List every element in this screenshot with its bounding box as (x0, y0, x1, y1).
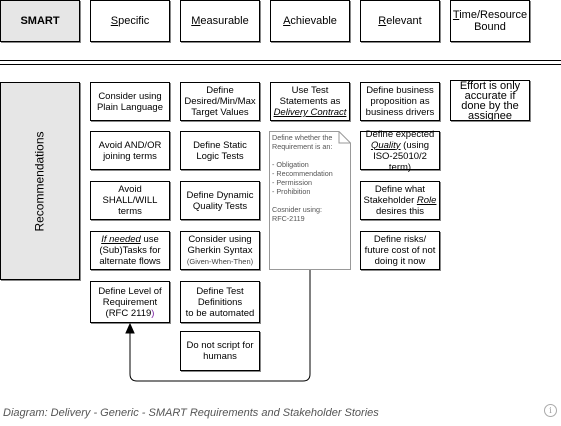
note-line: Requirement is an: (272, 142, 333, 151)
specific-subtasks-emphasis: If needed (101, 234, 141, 245)
recommendations-row-label: Recommendations (0, 82, 80, 280)
note-line: - Obligation (272, 160, 309, 169)
specific-avoid-shall-will: Avoid SHALL/WILL terms (90, 181, 170, 220)
header-time-label-line2: Bound (474, 21, 506, 33)
specific-plain-language-text: Consider using Plain Language (96, 90, 164, 113)
note-line: - Prohibition (272, 187, 311, 196)
specific-level-line2: (RFC 2119) (106, 308, 155, 319)
separator-line-bottom (0, 64, 561, 65)
header-specific: Specific (90, 0, 170, 42)
header-relevant-rest: elevant (386, 15, 422, 27)
specific-subtasks-rest: use (Sub)Tasks for alternate flows (99, 234, 161, 267)
measurable-no-scripts-for-humans: Do not script for humans (180, 331, 260, 371)
header-measurable-initial: M (191, 15, 201, 27)
measurable-test-definitions-line2: to be automated (185, 307, 255, 319)
relevant-business-proposition: Define business proposition as business … (360, 82, 440, 121)
measurable-gherkin-line2: (Given-When-Then) (186, 257, 254, 266)
header-relevant-initial: R (378, 15, 387, 27)
specific-level-paren: ) (151, 307, 155, 319)
header-smart-label: SMART (20, 15, 60, 27)
measurable-no-scripts-text: Do not script for humans (186, 340, 254, 362)
note-line: RFC-2119 (272, 214, 305, 223)
header-measurable-label: Measurable (191, 15, 249, 27)
note-shape (269, 131, 351, 270)
header-smart: SMART (0, 0, 80, 42)
relevant-stakeholder-role: Define what Stakeholder Role desires thi… (360, 181, 440, 220)
measurable-test-definitions: Define Test Definitions to be automated (180, 281, 260, 323)
note-line: - Recommendation (272, 169, 333, 178)
header-specific-rest: pecific (118, 15, 150, 27)
note-line: Cosnider using: (272, 205, 322, 214)
header-specific-initial: S (110, 15, 119, 27)
header-time-rest: ime/Resource (459, 9, 528, 21)
note-line: Define whether the (272, 133, 333, 142)
achievable-delivery-line1: Use Test Statements as (279, 85, 341, 107)
measurable-gherkin-syntax: Consider using Gherkin Syntax (Given-Whe… (180, 231, 260, 270)
specific-plain-language: Consider using Plain Language (90, 82, 170, 121)
relevant-role-part2: desires this (375, 206, 425, 217)
header-relevant-label: Relevant (378, 15, 421, 27)
specific-level-line1: Define Level of Requirement (98, 285, 162, 308)
relevant-quality-part2: (using ISO-25010/2 term) (373, 139, 430, 173)
header-achievable-initial: A (283, 15, 291, 27)
specific-level-of-requirement: Define Level of Requirement (RFC 2119) (90, 281, 170, 323)
relevant-business-proposition-text: Define business proposition as business … (365, 85, 435, 118)
note-to-level-connector (129, 270, 311, 382)
measurable-static-logic-tests-text: Define Static Logic Tests (193, 139, 247, 162)
note-line: - Permission (272, 178, 312, 187)
relevant-quality-part1: Define expected (365, 128, 435, 140)
specific-avoid-shall-will-text: Avoid SHALL/WILL terms (102, 184, 158, 217)
measurable-gherkin-line1: Consider using Gherkin Syntax (187, 234, 253, 256)
achievable-delivery-contract: Use Test Statements as Delivery Contract (270, 82, 350, 121)
header-time-initial: T (452, 9, 460, 21)
measurable-test-definitions-line1: Define Test Definitions (196, 285, 244, 308)
measurable-dynamic-quality-tests: Define Dynamic Quality Tests (180, 181, 260, 220)
achievable-delivery-line2: Delivery Contract (273, 107, 347, 118)
header-time-label-line1: Time/Resource (453, 9, 527, 21)
measurable-dynamic-quality-tests-text: Define Dynamic Quality Tests (186, 189, 254, 212)
specific-subtasks: If needed use (Sub)Tasks for alternate f… (90, 231, 170, 270)
specific-subtasks-text: If needed use (Sub)Tasks for alternate f… (93, 234, 167, 267)
time-effort-accuracy: Effort is only accurate if done by the a… (450, 80, 530, 121)
specific-avoid-and-or: Avoid AND/OR joining terms (90, 131, 170, 170)
measurable-target-values: Define Desired/Min/Max Target Values (180, 82, 260, 121)
header-achievable-label: Achievable (283, 15, 337, 27)
header-achievable-rest: chievable (290, 15, 337, 27)
info-icon[interactable]: i (544, 404, 557, 417)
time-effort-accuracy-text: Effort is only accurate if done by the a… (459, 80, 521, 121)
separator-line-top (0, 60, 561, 61)
header-achievable: Achievable (270, 0, 350, 42)
header-measurable-rest: easurable (200, 15, 249, 27)
header-specific-label: Specific (111, 15, 150, 27)
header-measurable: Measurable (180, 0, 260, 42)
relevant-stakeholder-role-text: Define what Stakeholder Role desires thi… (363, 184, 437, 217)
specific-avoid-and-or-text: Avoid AND/OR joining terms (98, 139, 162, 162)
specific-level-rfc: (RFC 2119 (105, 307, 152, 319)
measurable-static-logic-tests: Define Static Logic Tests (180, 131, 260, 170)
measurable-target-values-text: Define Desired/Min/Max Target Values (184, 85, 256, 118)
relevant-role-emphasis: Role (416, 195, 437, 206)
relevant-future-cost-text: Define risks/ future cost of not doing i… (364, 234, 436, 267)
diagram-caption: Diagram: Delivery - Generic - SMART Requ… (3, 407, 379, 419)
header-time-resource-bound: Time/Resource Bound (450, 0, 530, 42)
connector-arrowhead (125, 322, 135, 334)
header-relevant: Relevant (360, 0, 440, 42)
relevant-quality-emphasis: Quality (370, 139, 401, 151)
relevant-role-part1: Define what Stakeholder (363, 184, 426, 206)
relevant-future-cost: Define risks/ future cost of not doing i… (360, 231, 440, 270)
